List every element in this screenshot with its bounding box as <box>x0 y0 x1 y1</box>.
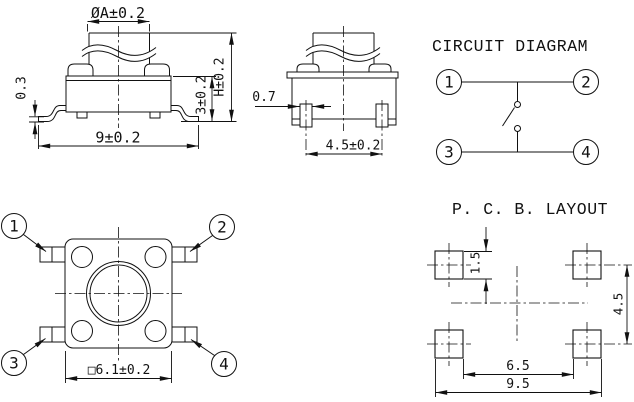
pin2-label: 2 <box>217 218 227 237</box>
dim-total-height-label: H±0.2 <box>213 57 228 96</box>
pin3-circle <box>1 350 27 376</box>
lead-left <box>38 105 67 122</box>
top-view: 1 2 3 4 □6.1±0.2 <box>1 213 237 383</box>
dim-lead-width: 0.7 <box>252 90 331 109</box>
break-line-upper <box>81 44 157 56</box>
pin4-label: 4 <box>581 143 591 162</box>
switch-blade <box>502 107 515 127</box>
pin1-label: 1 <box>9 217 19 236</box>
dim-lead-width-label: 0.7 <box>252 90 275 105</box>
corner-hole-bl <box>71 320 93 342</box>
standoff-right <box>149 111 161 119</box>
dim-width-label: 9±0.2 <box>95 129 140 147</box>
break-line-upper <box>305 44 381 56</box>
break-line-lower <box>305 50 381 62</box>
flange <box>286 71 399 79</box>
pin1-circle <box>436 69 462 95</box>
corner-hole-br <box>144 320 167 342</box>
front-view: ØA±0.2 0.3 9±0.2 <box>15 4 237 149</box>
pin4-label: 4 <box>219 355 229 374</box>
dim-lead-thickness-label: 0.3 <box>15 76 30 99</box>
break-band <box>306 44 380 62</box>
dim-inner-span-label: 6.5 <box>506 359 529 374</box>
dim-lead-pitch: 4.5±0.2 <box>305 139 383 157</box>
pin1-circle <box>1 213 27 239</box>
break-band <box>82 44 156 62</box>
dim-body-height: 3±0.2 <box>173 75 216 122</box>
leader-pin1 <box>23 234 47 252</box>
break-line-lower <box>81 50 157 62</box>
leader-pin3 <box>23 338 46 355</box>
shoulder-right <box>144 63 170 76</box>
shoulder-left <box>296 63 320 72</box>
shoulder-left <box>67 63 94 76</box>
circuit-diagram: CIRCUIT DIAGRAM 1 2 3 4 <box>432 37 599 165</box>
pin2-circle <box>573 69 599 95</box>
pin3-circle <box>436 139 462 165</box>
dim-outer-span: 9.5 <box>435 359 602 397</box>
pin2-circle <box>209 214 235 240</box>
leader-pin2 <box>189 235 213 252</box>
shoulder-right <box>368 63 392 72</box>
dim-diameter: ØA±0.2 <box>87 4 150 32</box>
dim-outer-span-label: 9.5 <box>506 377 529 392</box>
leader-pin4 <box>190 339 215 356</box>
dim-pad-height: 1.5 <box>464 227 492 304</box>
pin4-circle <box>573 139 599 165</box>
dim-pad-height-label: 1.5 <box>468 252 483 275</box>
pcb-layout: P. C. B. LAYOUT 1.5 4.5 6.5 9.5 <box>427 200 632 397</box>
dim-inner-span: 6.5 <box>463 359 574 379</box>
standoff-left <box>76 111 88 119</box>
contact-top <box>514 101 521 108</box>
dim-body-square-label: □6.1±0.2 <box>88 363 151 378</box>
dim-width: 9±0.2 <box>38 125 199 149</box>
dim-row-pitch-label: 4.5 <box>611 293 626 316</box>
dim-diameter-label: ØA±0.2 <box>91 4 145 22</box>
terminal-centerlines <box>305 100 383 158</box>
circuit-diagram-title: CIRCUIT DIAGRAM <box>432 37 588 56</box>
dim-row-pitch: 4.5 <box>611 264 630 345</box>
pin3-label: 3 <box>9 354 19 373</box>
dim-total-height: H±0.2 <box>181 32 237 122</box>
contact-bottom <box>514 125 521 132</box>
dim-body-square: □6.1±0.2 <box>65 351 172 383</box>
pin4-circle <box>211 351 237 377</box>
pin3-label: 3 <box>444 143 454 162</box>
dim-body-height-label: 3±0.2 <box>195 75 210 114</box>
pin2-label: 2 <box>581 73 591 92</box>
lead-steps <box>51 247 186 342</box>
dim-lead-pitch-label: 4.5±0.2 <box>326 139 381 154</box>
corner-hole-tr <box>144 246 167 268</box>
side-view: 0.7 4.5±0.2 <box>252 26 399 158</box>
dim-lead-thickness: 0.3 <box>15 76 44 139</box>
pin1-label: 1 <box>444 73 454 92</box>
center-crosshair <box>451 266 588 341</box>
corner-hole-tl <box>71 246 93 268</box>
pad-crosshairs <box>427 243 632 366</box>
pcb-layout-title: P. C. B. LAYOUT <box>452 200 608 219</box>
